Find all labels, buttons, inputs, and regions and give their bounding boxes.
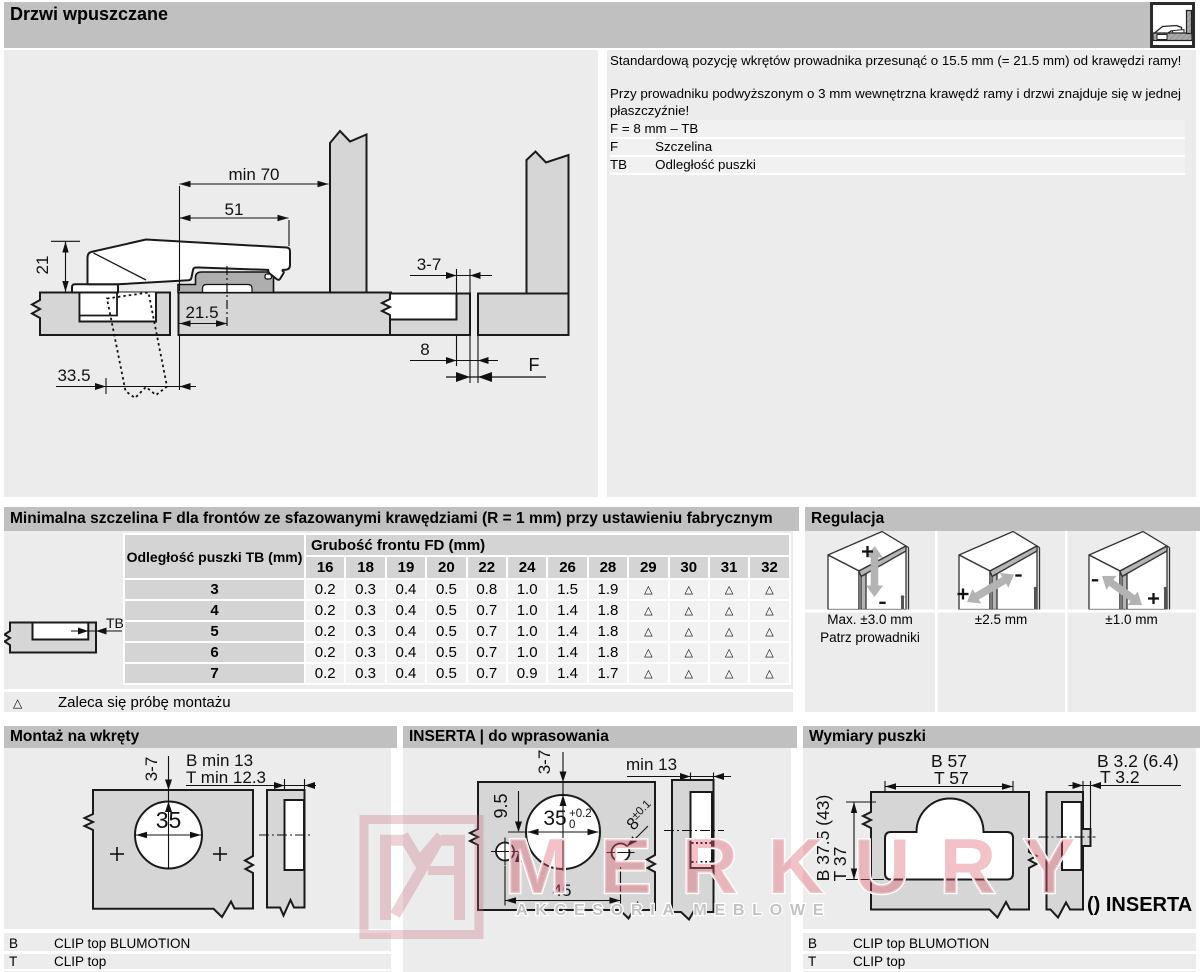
svg-text:B min 13: B min 13 <box>186 751 253 770</box>
svg-text:21: 21 <box>33 256 52 275</box>
svg-text:B 3.2 (6.4): B 3.2 (6.4) <box>1097 751 1179 771</box>
svg-text:MERKURY: MERKURY <box>505 822 1075 910</box>
svg-text:B 37.5 (43): B 37.5 (43) <box>813 795 833 882</box>
svg-text:T 37: T 37 <box>830 847 850 882</box>
svg-text:TB: TB <box>106 615 124 631</box>
svg-text:3-7: 3-7 <box>417 255 442 274</box>
svg-text:35: 35 <box>543 807 566 830</box>
svg-text:B 57: B 57 <box>931 751 967 771</box>
svg-text:F: F <box>529 355 540 375</box>
svg-text:T 57: T 57 <box>934 768 969 788</box>
svg-text:3-7: 3-7 <box>142 757 161 782</box>
svg-text:() INSERTA: () INSERTA <box>1087 894 1192 916</box>
svg-text:33.5: 33.5 <box>57 366 90 385</box>
svg-text:3-7: 3-7 <box>535 750 554 775</box>
svg-text:21.5: 21.5 <box>185 303 218 322</box>
svg-text:min 70: min 70 <box>228 165 279 184</box>
svg-text:51: 51 <box>225 200 244 219</box>
svg-text:T 3.2: T 3.2 <box>1100 767 1140 787</box>
svg-text:8: 8 <box>420 340 429 359</box>
svg-text:AKCESORIA MEBLOWE: AKCESORIA MEBLOWE <box>516 902 830 919</box>
svg-text:+0.2: +0.2 <box>569 808 592 820</box>
svg-text:min 13: min 13 <box>626 755 677 774</box>
svg-text:0: 0 <box>569 819 575 831</box>
svg-text:T min 12.3: T min 12.3 <box>186 768 266 787</box>
svg-text:45: 45 <box>553 881 572 900</box>
svg-text:9.5: 9.5 <box>491 793 511 818</box>
